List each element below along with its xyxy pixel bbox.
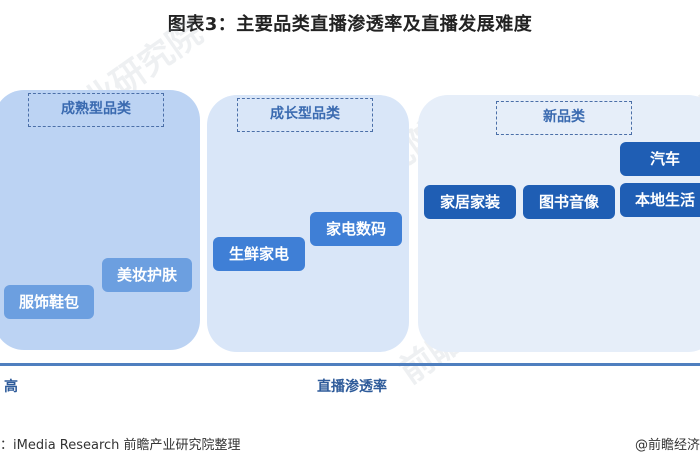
tag-apparel: 服饰鞋包 <box>4 285 94 319</box>
credit-note: @前瞻经济 <box>634 438 700 453</box>
category-label-growth: 成长型品类 <box>237 98 373 132</box>
tag-local-life: 本地生活 <box>620 183 700 217</box>
panel-new <box>418 95 700 352</box>
tag-home-furnishing: 家居家装 <box>424 185 516 219</box>
category-label-mature: 成熟型品类 <box>28 93 164 127</box>
category-label-new: 新品类 <box>496 101 632 135</box>
tag-books-media: 图书音像 <box>523 185 615 219</box>
tag-appliances-digital: 家电数码 <box>310 212 402 246</box>
axis-label-penetration: 直播渗透率 <box>317 379 387 395</box>
source-note: ：iMedia Research 前瞻产业研究院整理 <box>0 438 241 453</box>
axis-label-high: 高 <box>4 379 18 395</box>
tag-auto: 汽车 <box>620 142 700 176</box>
tag-fresh-food: 生鲜家电 <box>213 237 305 271</box>
chart-title: 图表3：主要品类直播渗透率及直播发展难度 <box>167 14 533 35</box>
penetration-axis <box>0 363 700 366</box>
tag-beauty: 美妆护肤 <box>102 258 192 292</box>
